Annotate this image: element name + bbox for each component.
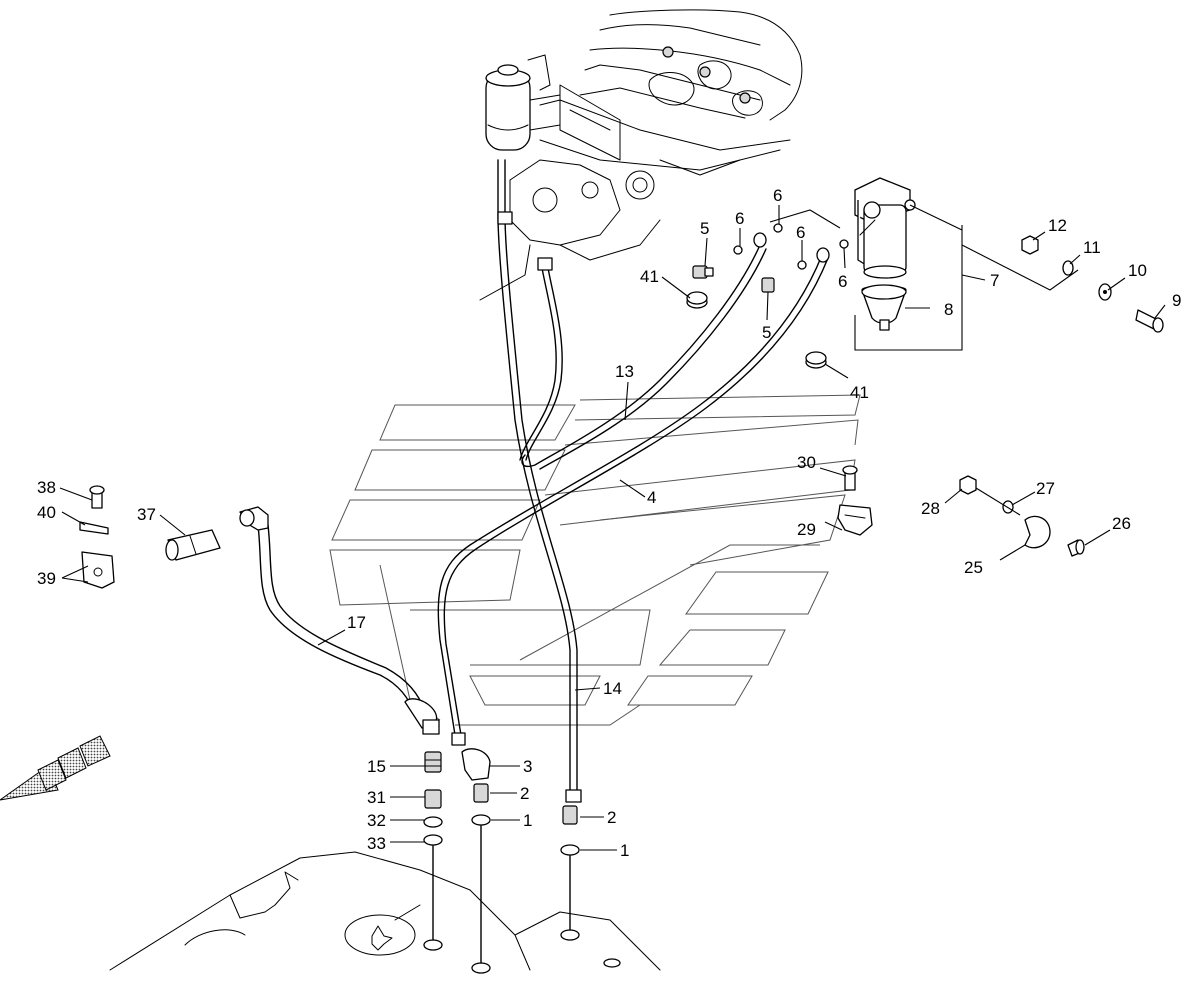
callout-14: 14 bbox=[603, 679, 622, 698]
callout-labels: 1 1 2 2 3 4 5 5 6 6 6 6 7 8 9 10 11 12 1… bbox=[37, 186, 1181, 860]
callout-2: 2 bbox=[607, 808, 616, 827]
callout-33: 33 bbox=[367, 834, 386, 853]
callout-4: 4 bbox=[647, 488, 656, 507]
callout-2: 2 bbox=[520, 784, 529, 803]
callout-39: 39 bbox=[37, 569, 56, 588]
callout-6: 6 bbox=[773, 186, 782, 205]
hose-14 bbox=[497, 159, 582, 803]
item-7-bracket bbox=[854, 204, 986, 351]
callout-12: 12 bbox=[1048, 216, 1067, 235]
callout-8: 8 bbox=[944, 300, 953, 319]
hose-13 bbox=[521, 244, 767, 470]
platform-frame bbox=[329, 394, 861, 726]
callout-13: 13 bbox=[615, 362, 634, 381]
callout-31: 31 bbox=[367, 788, 386, 807]
callout-3: 3 bbox=[523, 757, 532, 776]
callout-37: 37 bbox=[137, 505, 156, 524]
callout-40: 40 bbox=[37, 503, 56, 522]
callout-1: 1 bbox=[523, 811, 532, 830]
callout-5: 5 bbox=[762, 323, 771, 342]
callout-28: 28 bbox=[921, 499, 940, 518]
leader-lines bbox=[59, 205, 1166, 851]
callout-26: 26 bbox=[1112, 514, 1131, 533]
callout-1: 1 bbox=[620, 841, 629, 860]
clamp-assembly-25-28 bbox=[959, 475, 1085, 557]
callout-27: 27 bbox=[1036, 479, 1055, 498]
callout-6: 6 bbox=[796, 223, 805, 242]
callout-38: 38 bbox=[37, 478, 56, 497]
left-hardware-37-40 bbox=[79, 485, 221, 589]
callout-9: 9 bbox=[1172, 291, 1181, 310]
callout-29: 29 bbox=[797, 520, 816, 539]
callout-17: 17 bbox=[347, 613, 366, 632]
callout-7: 7 bbox=[990, 271, 999, 290]
callout-41: 41 bbox=[640, 267, 659, 286]
callout-10: 10 bbox=[1128, 261, 1147, 280]
fuel-tank bbox=[109, 851, 661, 974]
banjo-bolts bbox=[692, 223, 849, 293]
fuel-filter-assembly bbox=[854, 177, 916, 331]
callout-6: 6 bbox=[735, 209, 744, 228]
hose-clamps-41 bbox=[686, 291, 827, 369]
callout-6: 6 bbox=[838, 272, 847, 291]
hose-4 bbox=[437, 254, 829, 746]
engine-block bbox=[479, 9, 803, 301]
callout-32: 32 bbox=[367, 811, 386, 830]
mounting-hardware-9-12 bbox=[961, 235, 1164, 333]
callout-25: 25 bbox=[964, 558, 983, 577]
callout-30: 30 bbox=[797, 453, 816, 472]
clamp-assembly-29-30 bbox=[837, 465, 873, 536]
callout-5: 5 bbox=[700, 219, 709, 238]
bottom-fittings bbox=[423, 748, 580, 964]
callout-41: 41 bbox=[850, 383, 869, 402]
hose-return-short bbox=[519, 257, 563, 461]
connector-line bbox=[769, 209, 841, 229]
forward-direction-arrow-icon bbox=[0, 735, 111, 801]
callout-11: 11 bbox=[1083, 238, 1101, 257]
hose-17 bbox=[239, 506, 440, 735]
callout-15: 15 bbox=[367, 757, 386, 776]
